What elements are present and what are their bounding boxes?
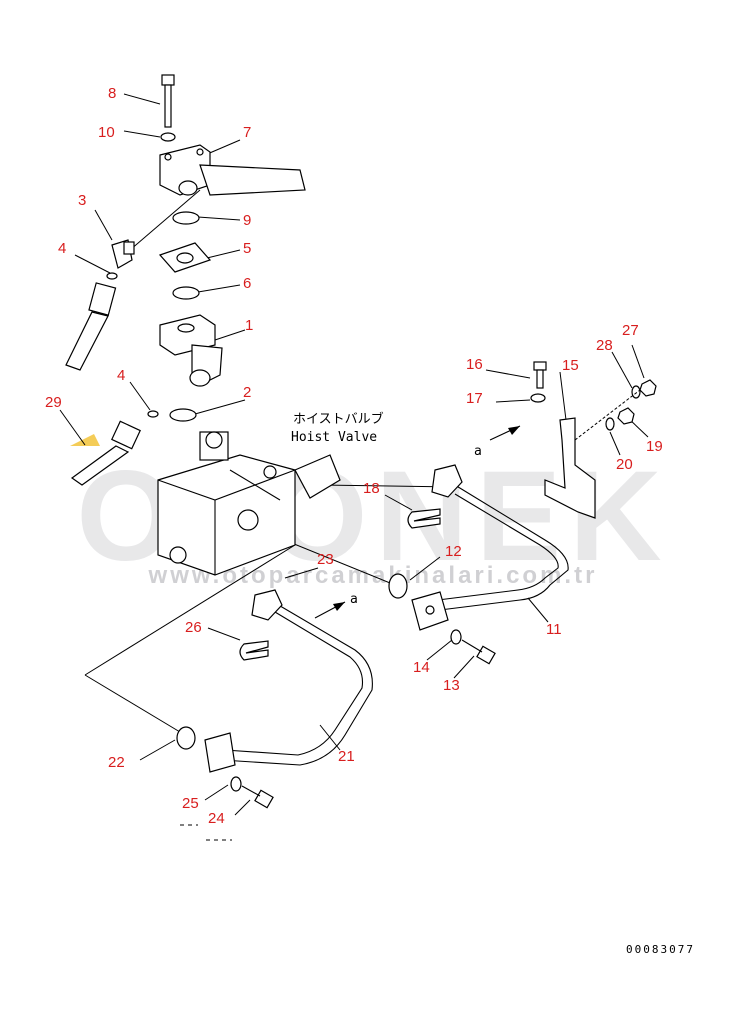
washer-25-icon xyxy=(230,776,242,792)
callout-21: 21 xyxy=(338,748,355,765)
callout-24: 24 xyxy=(208,810,225,827)
callout-28: 28 xyxy=(596,337,613,354)
oring-8-icon xyxy=(172,211,200,225)
oring-2-icon xyxy=(169,408,197,422)
leader-lines xyxy=(59,93,649,816)
washer-20-icon xyxy=(605,417,615,431)
hoist-valve-label-en: Hoist Valve xyxy=(291,430,377,445)
callout-4-lower: 4 xyxy=(117,367,125,384)
callout-19: 19 xyxy=(646,438,663,455)
callout-8: 9 xyxy=(243,212,251,229)
washer-10-icon xyxy=(160,132,176,142)
bracket-15-icon xyxy=(544,417,596,519)
bolt-13-icon xyxy=(461,639,496,665)
callout-23: 23 xyxy=(317,551,334,568)
arrow-a-lower-label: a xyxy=(350,592,358,607)
oring-22-icon xyxy=(176,726,196,750)
arrow-a-upper-label: a xyxy=(474,444,482,459)
callout-2: 2 xyxy=(243,384,251,401)
callout-26: 26 xyxy=(185,619,202,636)
callout-16: 16 xyxy=(466,356,483,373)
nut-19-icon xyxy=(617,407,635,425)
callout-13: 13 xyxy=(443,677,460,694)
washer-28-icon xyxy=(631,385,641,399)
oring-6-icon xyxy=(172,286,200,300)
oring-4-lower-icon xyxy=(147,410,159,418)
hoist-valve-label-jp: ホイストバルブ xyxy=(293,411,384,427)
callout-6: 6 xyxy=(243,275,251,292)
callout-11: 11 xyxy=(546,621,562,638)
clamp-26-icon xyxy=(239,640,269,661)
bolt-24-icon xyxy=(241,785,274,809)
callout-3: 3 xyxy=(78,192,86,209)
hoist-valve-icon xyxy=(157,431,341,576)
fitting-3-icon xyxy=(111,239,135,269)
elbow-1-icon xyxy=(159,314,223,387)
callout-12: 12 xyxy=(445,543,462,560)
callout-14: 14 xyxy=(413,659,430,676)
callout-1: 1 xyxy=(245,317,253,334)
callout-27: 27 xyxy=(622,322,639,339)
arrow-a-upper: a xyxy=(474,425,521,459)
callout-25: 25 xyxy=(182,795,199,812)
callout-29: 29 xyxy=(45,394,62,411)
washer-17-icon xyxy=(530,393,546,403)
bolt-9-icon xyxy=(161,74,175,128)
nut-27-icon xyxy=(639,379,657,397)
callout-22: 22 xyxy=(108,754,125,771)
callout-15: 15 xyxy=(562,357,579,374)
hose-29-icon xyxy=(70,420,141,486)
callout-17: 17 xyxy=(466,390,483,407)
callout-9: 8 xyxy=(108,85,116,102)
callout-20: 20 xyxy=(616,456,633,473)
hose-upper-icon xyxy=(65,282,117,371)
callout-18: 18 xyxy=(363,480,380,497)
callout-4-upper: 4 xyxy=(58,240,66,257)
drawing-code: 00083077 xyxy=(626,943,695,956)
oring-12-icon xyxy=(388,573,408,599)
part-numbers: 8 10 7 3 9 4 5 6 1 4 2 29 16 15 28 27 17… xyxy=(45,85,663,827)
arrow-a-lower: a xyxy=(314,592,358,619)
clamp-18-icon xyxy=(407,508,441,529)
tube-11-icon xyxy=(411,464,569,631)
callout-7: 7 xyxy=(243,124,251,141)
callout-5: 5 xyxy=(243,240,251,257)
watermark-logo-mark xyxy=(70,434,100,446)
tube-21-icon xyxy=(204,589,373,773)
callout-10: 10 xyxy=(98,124,115,141)
bolt-16-icon xyxy=(533,361,547,389)
elbow-7-icon xyxy=(159,144,306,196)
oring-4-upper-icon xyxy=(106,272,118,280)
washer-14-icon xyxy=(450,629,462,645)
flange-plate-5-icon xyxy=(158,242,212,273)
